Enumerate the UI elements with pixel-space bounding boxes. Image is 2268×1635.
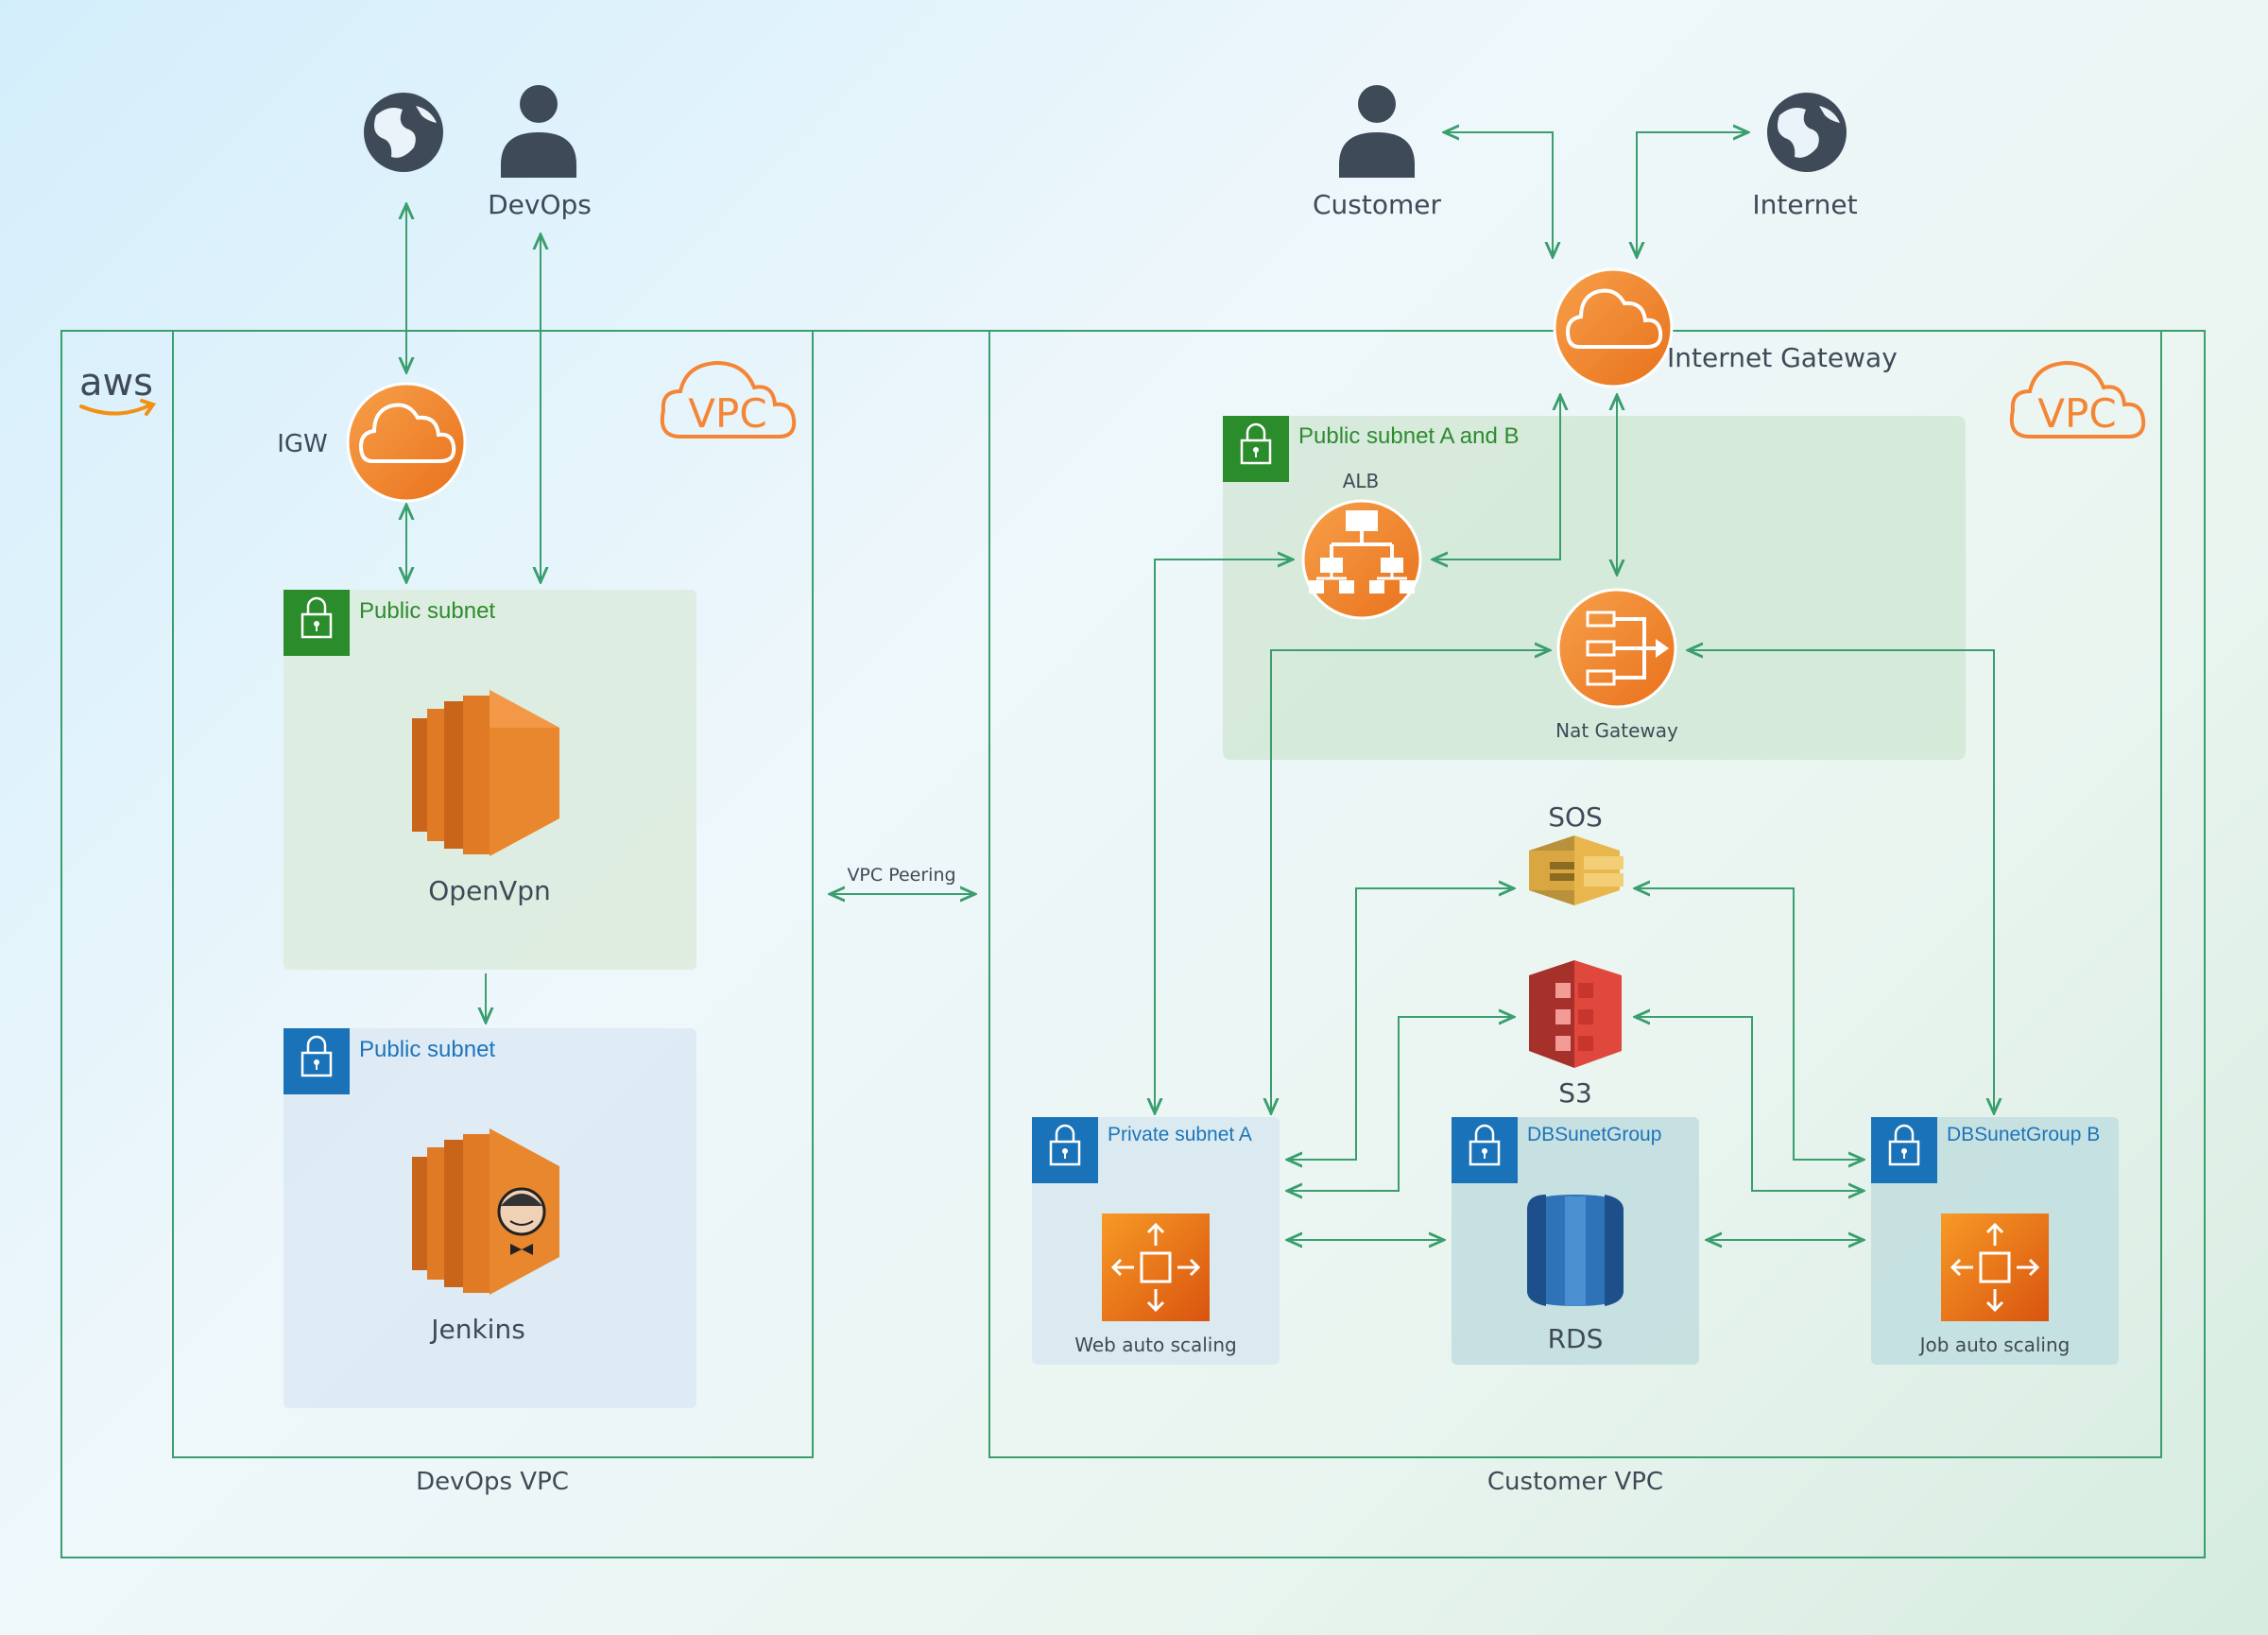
subnet-title: DBSunetGroup B <box>1947 1124 2100 1145</box>
vpc-cloud-icon: VPC <box>2009 360 2146 439</box>
connector <box>1287 1017 1514 1191</box>
devops-label: DevOps <box>488 189 592 220</box>
customer-vpc-label: Customer VPC <box>1487 1468 1663 1496</box>
svg-text:VPC: VPC <box>688 390 766 437</box>
lock-icon <box>284 590 350 656</box>
lock-icon <box>1032 1117 1098 1183</box>
connector <box>1688 650 1994 1113</box>
sos-label: SOS <box>1548 801 1603 833</box>
lock-icon <box>1223 416 1289 482</box>
connector <box>1444 132 1553 257</box>
svg-text:aws: aws <box>79 361 153 404</box>
rds-label: RDS <box>1548 1323 1604 1354</box>
vpc-peering-label: VPC Peering <box>847 865 955 886</box>
queue-service-icon <box>1529 835 1624 905</box>
internet-gateway-label: Internet Gateway <box>1667 342 1898 373</box>
subnet-title: Public subnet A and B <box>1298 423 1520 449</box>
connector <box>1637 132 1748 257</box>
nat-gateway-icon <box>1556 588 1677 709</box>
auto-scaling-icon <box>1941 1213 2049 1321</box>
subnet-title: DBSunetGroup <box>1527 1124 1661 1145</box>
s3-label: S3 <box>1558 1077 1592 1109</box>
igw-label: IGW <box>277 430 328 458</box>
auto-scaling-icon <box>1102 1213 1210 1321</box>
devops-user-icon <box>501 85 576 178</box>
alb-label: ALB <box>1343 470 1380 492</box>
vpc-cloud-icon: VPC <box>660 360 797 439</box>
connectors <box>406 132 1994 1240</box>
globe-icon <box>1767 93 1847 172</box>
devops-vpc-label: DevOps VPC <box>416 1468 569 1496</box>
connector <box>1433 395 1560 559</box>
connector <box>1635 1017 1864 1191</box>
lock-icon <box>1871 1117 1937 1183</box>
jenkins-ec2-icon <box>412 1128 559 1295</box>
devops-vpc-boundary <box>172 330 814 1458</box>
s3-bucket-icon <box>1529 960 1622 1068</box>
nat-gateway-label: Nat Gateway <box>1555 719 1678 742</box>
jenkins-label: Jenkins <box>429 1314 525 1345</box>
subnet-title: Public subnet <box>359 598 495 624</box>
aws-logo: aws <box>79 361 157 416</box>
subnet-title: Private subnet A <box>1108 1124 1252 1145</box>
igw-icon <box>346 382 467 503</box>
customer-user-icon <box>1339 85 1415 178</box>
internet-label: Internet <box>1752 189 1857 220</box>
globe-icon <box>364 93 443 172</box>
lock-icon <box>284 1028 350 1094</box>
connector <box>1271 650 1550 1113</box>
rds-database-icon <box>1527 1195 1624 1306</box>
load-balancer-icon <box>1301 499 1422 620</box>
customer-label: Customer <box>1313 189 1441 220</box>
lock-icon <box>1452 1117 1518 1183</box>
svg-text:VPC: VPC <box>2037 390 2116 437</box>
connector <box>1155 559 1293 1113</box>
internet-gateway-icon <box>1553 267 1674 388</box>
subnet-title: Public subnet <box>359 1037 495 1062</box>
job-auto-scaling-label: Job auto scaling <box>1918 1334 2070 1356</box>
ec2-instance-icon <box>412 690 559 856</box>
openvpn-label: OpenVpn <box>428 875 550 906</box>
web-auto-scaling-label: Web auto scaling <box>1074 1334 1236 1356</box>
